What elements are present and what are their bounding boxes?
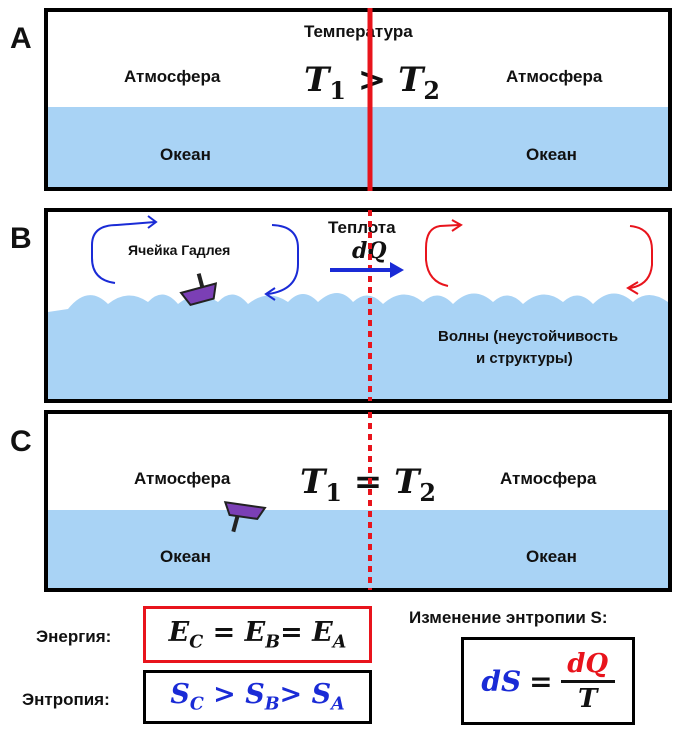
atmosphere-right-label: Атмосфера — [500, 469, 597, 488]
atmosphere-right-label: Атмосфера — [506, 67, 603, 86]
equals-sign: = — [529, 664, 553, 698]
atmosphere-left-label: Атмосфера — [124, 67, 221, 86]
ocean-right-label: Океан — [526, 145, 577, 164]
ocean-left-label: Океан — [160, 547, 211, 566]
ocean-left-label: Океан — [160, 145, 211, 164]
hadley-cell-arrows — [91, 215, 299, 301]
entropy-inequality: SC > SB> SA — [170, 679, 345, 715]
fraction-bar — [560, 679, 615, 683]
energy-label: Энергия: — [36, 627, 112, 646]
temperature-title: Температура — [304, 22, 413, 41]
heat-flow-arrow — [330, 262, 404, 278]
fraction-denominator: T — [577, 683, 598, 714]
entropy-inequality-box: SC > SB> SA — [143, 670, 372, 724]
temperature-equality: T1 = T2 — [300, 462, 436, 507]
entropy-label: Энтропия: — [22, 690, 110, 709]
entropy-change-title: Изменение энтропии S: — [409, 608, 608, 627]
waves-surface — [48, 293, 668, 399]
temperature-inequality: T1 > T2 — [304, 60, 440, 105]
ocean-region — [48, 510, 668, 588]
hadley-cell-arrows — [425, 219, 653, 295]
energy-equation: EC = EB= EA — [168, 616, 347, 653]
panel-a: Температура Атмосфера Атмосфера Океан Ок… — [44, 8, 672, 191]
fraction-numerator: dQ — [567, 648, 609, 679]
waves-label-line1: Волны (неустойчивость — [438, 328, 619, 345]
energy-equation-box: EC = EB= EA — [143, 606, 372, 663]
boat-icon — [179, 273, 218, 306]
heat-label: Теплота — [328, 218, 396, 237]
panel-letter-b: B — [10, 222, 32, 255]
entropy-ds: dS — [481, 664, 522, 698]
entropy-change-box: dS = dQ T — [461, 637, 635, 725]
hadley-cell-label: Ячейка Гадлея — [128, 242, 231, 258]
atmosphere-left-label: Атмосфера — [134, 469, 231, 488]
panel-c: Атмосфера Атмосфера Океан Океан T1 = T2 — [44, 410, 672, 592]
panel-letter-c: C — [10, 425, 32, 458]
ocean-region — [48, 107, 668, 187]
ocean-right-label: Океан — [526, 547, 577, 566]
waves-label-line2: и структуры) — [476, 350, 573, 367]
boat-icon — [223, 501, 267, 533]
panel-letter-a: A — [10, 22, 32, 55]
panel-b: Теплота dQ Ячейка Гадлея Волны (неустойч… — [44, 208, 672, 403]
